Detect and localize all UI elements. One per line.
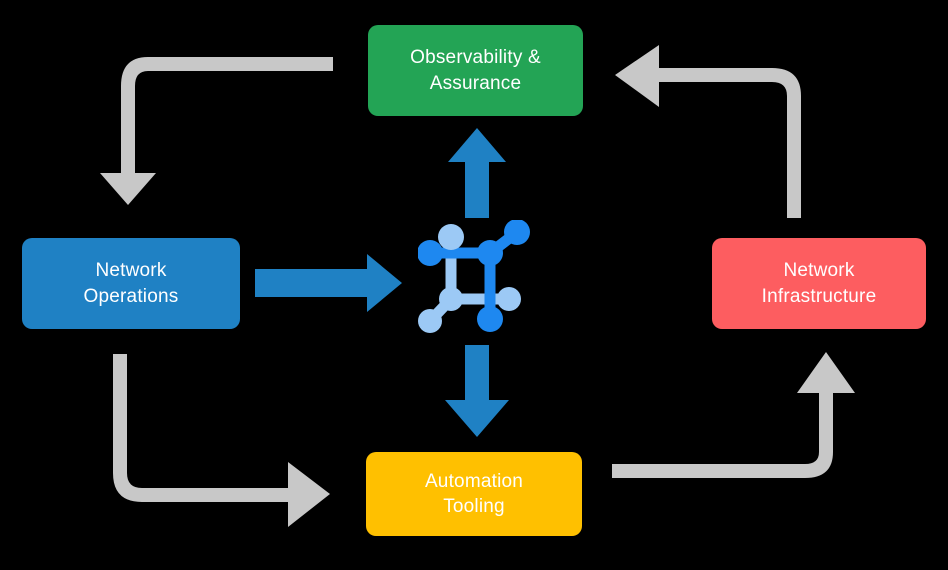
node-label-observability-assurance: Observability & Assurance <box>410 47 541 94</box>
node-box-network-infrastructure[interactable]: Network Infrastructure <box>712 238 926 329</box>
topology-nodes-secondary <box>418 224 521 333</box>
connector-automation-to-infrastructure <box>612 352 855 478</box>
connector-operations-to-center <box>255 254 402 312</box>
node-label-automation-tooling: Automation Tooling <box>424 470 524 517</box>
node-box-network-operations[interactable]: Network Operations <box>22 238 240 329</box>
connector-operations-to-automation <box>113 354 330 527</box>
connector-center-to-automation <box>445 345 509 437</box>
connector-center-to-observability <box>448 128 506 218</box>
connector-observability-to-operations <box>100 57 333 205</box>
network-topology-icon <box>418 220 530 333</box>
node-label-network-infrastructure: Network Infrastructure <box>761 260 877 307</box>
node-box-automation-tooling[interactable]: Automation Tooling <box>366 452 582 536</box>
node-box-observability-assurance[interactable]: Observability & Assurance <box>368 25 583 116</box>
connector-infrastructure-to-observability <box>615 45 801 218</box>
topology-nodes-primary <box>418 220 530 332</box>
node-label-network-operations: Network Operations <box>83 260 179 307</box>
